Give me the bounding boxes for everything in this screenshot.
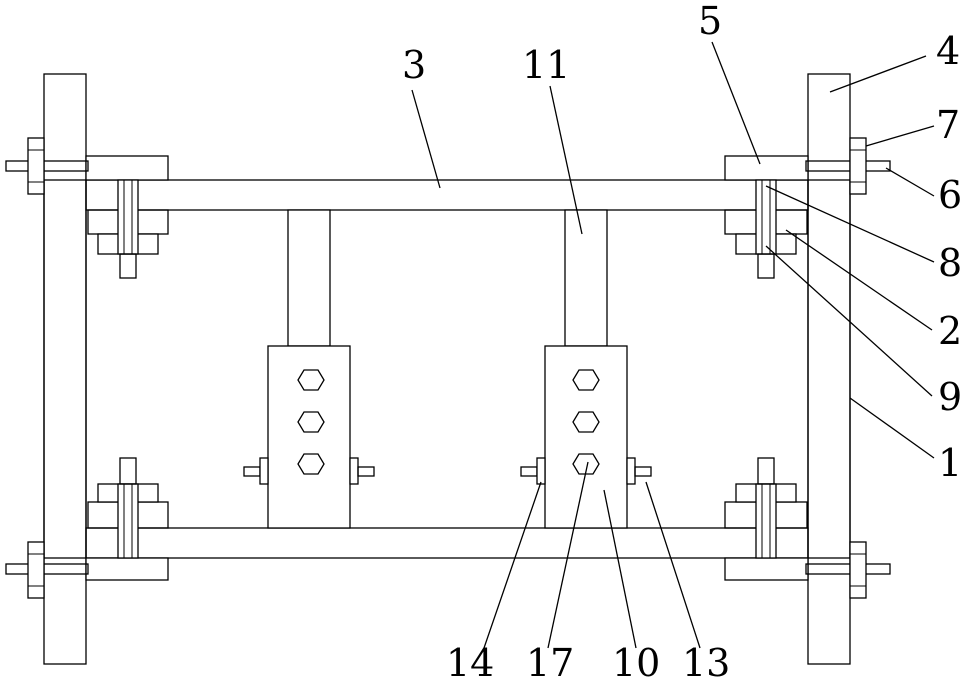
post-left [44,74,86,664]
label-13: 13 [682,641,730,683]
label-11: 11 [522,43,570,87]
label-6: 6 [938,173,962,217]
label-17: 17 [526,641,574,683]
support-right [521,210,651,528]
label-10: 10 [612,641,660,683]
label-1: 1 [938,441,962,485]
top-plate [86,180,808,210]
side-wall-left [44,180,86,558]
label-3: 3 [402,43,426,87]
label-4: 4 [936,29,960,73]
label-14: 14 [446,641,494,683]
support-left [244,210,374,528]
label-7: 7 [936,103,960,147]
clamp-plates [86,156,808,580]
label-2: 2 [938,309,962,353]
bottom-plate [86,528,808,558]
corner-bolts [88,180,807,558]
label-5: 5 [698,0,722,43]
post-right [808,74,850,664]
label-8: 8 [938,241,962,285]
label-9: 9 [938,375,962,419]
side-wall-right [808,180,850,558]
